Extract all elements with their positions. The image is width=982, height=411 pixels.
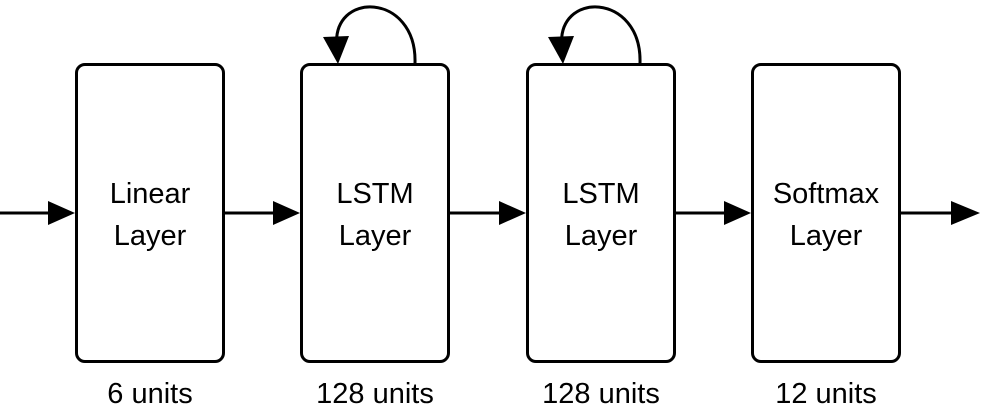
layer-label: LSTM Layer <box>336 173 413 257</box>
input-arrow <box>0 201 75 225</box>
lstm-layer-box-2: LSTM Layer <box>526 63 676 363</box>
layer-label: LSTM Layer <box>562 173 639 257</box>
arrow-lstm2-to-softmax <box>676 201 751 225</box>
softmax-layer-box: Softmax Layer <box>751 63 901 363</box>
layer-label-line1: Softmax <box>772 177 880 210</box>
units-label: 128 units <box>542 378 660 410</box>
loop-arrow-icon <box>323 5 417 64</box>
loop-arrow-icon <box>548 5 642 64</box>
linear-layer-box: Linear Layer <box>75 63 225 363</box>
layer-label-line2: Layer <box>113 220 187 252</box>
output-arrow <box>901 201 980 225</box>
units-label: 128 units <box>316 378 434 410</box>
arrow-lstm1-to-lstm2 <box>450 201 526 225</box>
layer-label-line2: Layer <box>789 220 863 252</box>
lstm-layer-box-1: LSTM Layer <box>300 63 450 363</box>
layer-label-line2: Layer <box>338 220 412 252</box>
units-label: 6 units <box>107 378 193 410</box>
units-label: 12 units <box>775 378 877 410</box>
layer-label-line2: Layer <box>564 220 638 252</box>
layer-label-line1: Linear <box>109 177 191 210</box>
layer-label-line1: LSTM <box>562 177 640 210</box>
arrow-linear-to-lstm1 <box>225 201 300 225</box>
layer-label-line1: LSTM <box>336 177 414 210</box>
layer-label: Linear Layer <box>110 173 191 257</box>
layer-label: Softmax Layer <box>773 173 879 257</box>
